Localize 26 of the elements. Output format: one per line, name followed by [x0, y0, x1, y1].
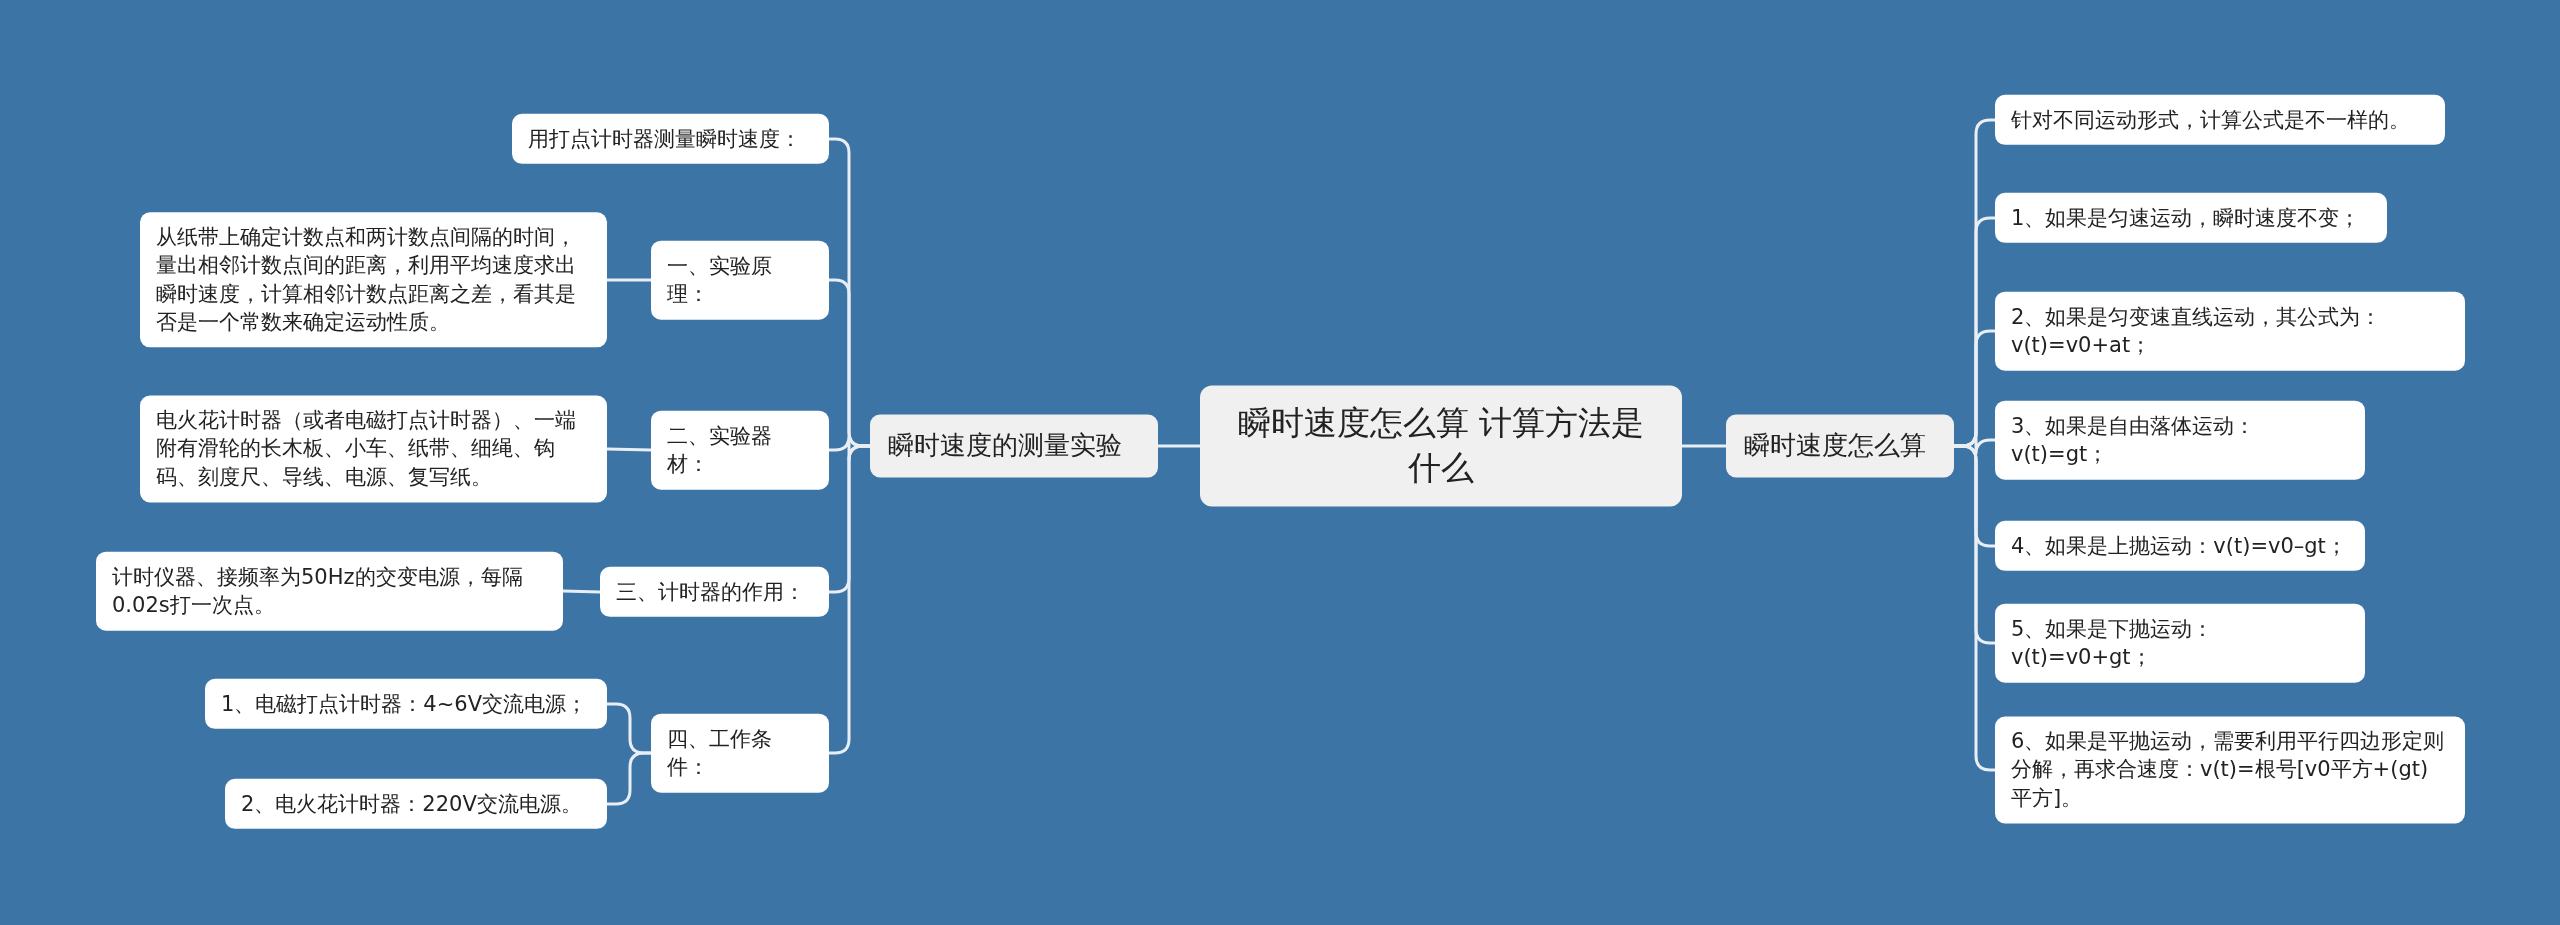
topic-box: 电火花计时器（或者电磁打点计时器）、一端附有滑轮的长木板、小车、纸带、细绳、钩码、刻度尺、导线、电源、复写纸。: [140, 395, 607, 503]
topic-box: 1、如果是匀速运动，瞬时速度不变；: [1995, 192, 2387, 244]
connector-line: [1954, 444, 1995, 772]
connector-line: [1158, 444, 1200, 448]
main-branch: 瞬时速度怎么算: [1726, 414, 1954, 478]
main-branch: 瞬时速度的测量实验: [870, 414, 1158, 478]
topic-box: 从纸带上确定计数点和两计数点间隔的时间，量出相邻计数点间的距离，利用平均速度求出瞬时速度，计算相邻计数点距离之差，看其是否是一个常数来确定运动性质。: [140, 212, 607, 348]
topic-box: 针对不同运动形式，计算公式是不一样的。: [1995, 94, 2445, 146]
topic-box: 5、如果是下抛运动：v(t)=v0+gt；: [1995, 603, 2365, 683]
topic-box: 2、电火花计时器：220V交流电源。: [225, 778, 607, 830]
topic-box: 2、如果是匀变速直线运动，其公式为：v(t)=v0+at；: [1995, 291, 2465, 371]
topic-box: 一、实验原理：: [651, 240, 829, 320]
connector-line: [606, 447, 652, 452]
topic-box: 6、如果是平抛运动，需要利用平行四边形定则分解，再求合速度：v(t)=根号[v0平方+(gt)平方]。: [1995, 716, 2465, 824]
topic-box: 四、工作条件：: [651, 713, 829, 793]
topic-box: 计时仪器、接频率为50Hz的交变电源，每隔0.02s打一次点。: [96, 551, 563, 631]
central-topic: 瞬时速度怎么算 计算方法是什么: [1200, 385, 1682, 507]
topic-box: 用打点计时器测量瞬时速度：: [512, 113, 829, 165]
topic-box: 4、如果是上抛运动：v(t)=v0–gt；: [1995, 520, 2365, 572]
topic-box: 3、如果是自由落体运动：v(t)=gt；: [1995, 400, 2365, 480]
connector-line: [607, 278, 651, 282]
topic-box: 1、电磁打点计时器：4~6V交流电源；: [205, 678, 607, 730]
connector-line: [562, 589, 601, 594]
topic-box: 三、计时器的作用：: [600, 566, 829, 618]
connector-line: [1682, 444, 1726, 448]
topic-box: 二、实验器材：: [651, 410, 829, 490]
